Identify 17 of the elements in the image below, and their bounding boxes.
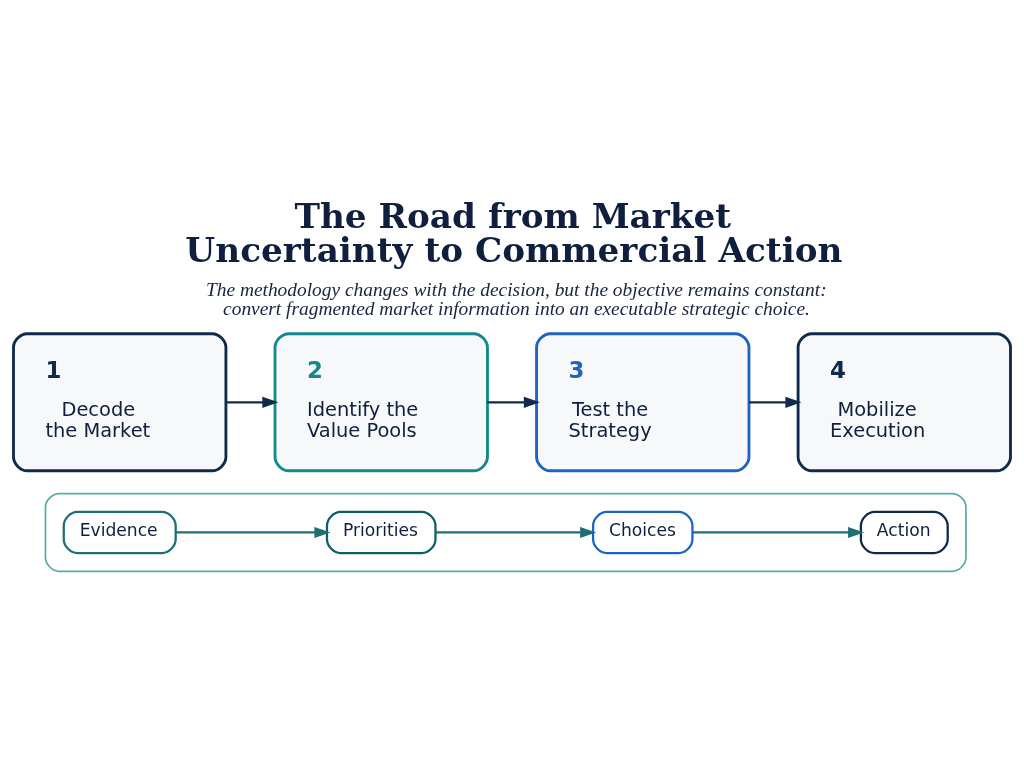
node-box: 2 Identify the Value Pools — [273, 332, 489, 473]
node-box: Priorities — [325, 510, 437, 555]
cluster — [44, 492, 967, 573]
arrow — [175, 526, 331, 539]
arrow — [225, 396, 279, 408]
node-box: Choices — [591, 510, 694, 555]
node-box: 4 Mobilize Execution — [796, 332, 1012, 473]
node-box: 1 Decode the Market — [12, 332, 228, 473]
caption: The methodology changes with the decision, but the objective remains constant: convert fragmented market information into an executable strategic choice. — [205, 278, 827, 320]
node-box: 3 Test the Strategy — [535, 332, 751, 473]
node-box: Action — [859, 510, 949, 555]
diagram-title: The Road from Market Uncertainty to Commercial Action — [185, 195, 843, 270]
arrow — [748, 396, 802, 408]
arrow — [435, 526, 597, 539]
node-box: Evidence — [62, 510, 177, 555]
arrow — [692, 526, 865, 539]
arrow — [487, 396, 540, 408]
